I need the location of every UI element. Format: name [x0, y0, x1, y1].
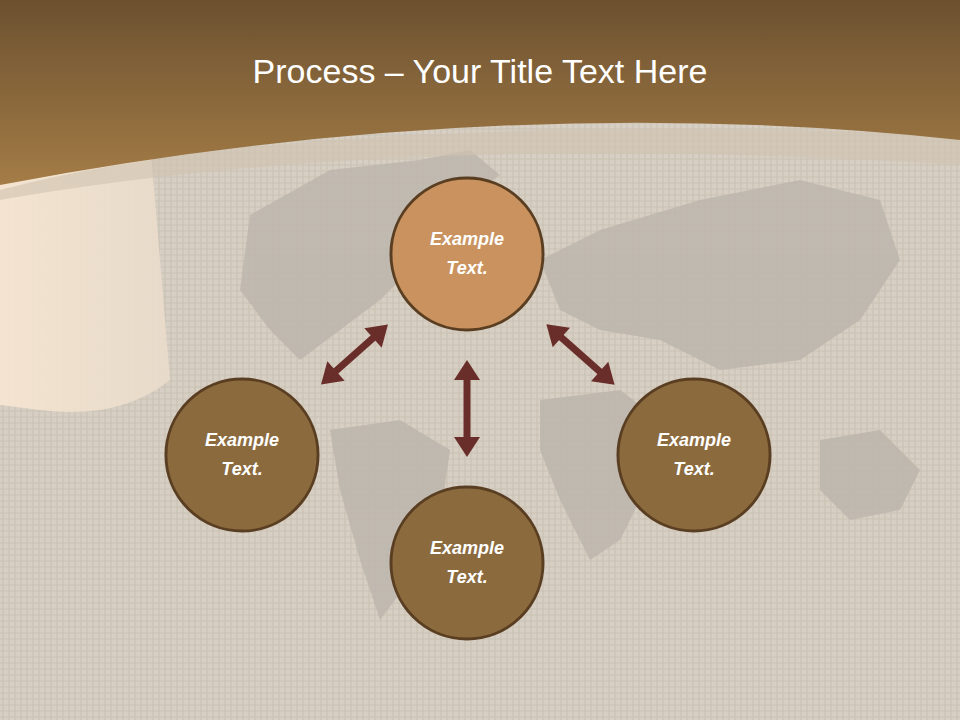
node-text: Example Text. — [642, 426, 746, 484]
node-text: Example Text. — [415, 225, 519, 283]
text-group: Example Text. — [642, 426, 746, 484]
arrow-head — [546, 324, 570, 347]
text-group: Example Text. — [415, 534, 519, 592]
arrow-head — [591, 362, 615, 385]
process-circle: Example Text. — [616, 377, 772, 533]
double-arrow — [454, 360, 480, 457]
circle-shape — [389, 485, 545, 641]
process-circle: Example Text. — [389, 176, 545, 332]
arrow-shaft — [464, 376, 471, 441]
arrow-head — [321, 361, 345, 384]
slide-title: Process – Your Title Text Here — [0, 52, 960, 91]
double-arrow — [321, 325, 388, 385]
arrow-head — [454, 360, 480, 380]
circle-shape — [616, 377, 772, 533]
circle-shape — [389, 176, 545, 332]
process-circle: Example Text. — [389, 485, 545, 641]
process-circle: Example Text. — [164, 377, 320, 533]
double-arrow — [546, 324, 614, 384]
text-group: Example Text. — [190, 426, 294, 484]
arrow-shaft — [558, 335, 602, 374]
circle-shape — [164, 377, 320, 533]
node-text: Example Text. — [190, 426, 294, 484]
node-text: Example Text. — [415, 534, 519, 592]
arrow-head — [454, 437, 480, 457]
text-group: Example Text. — [415, 225, 519, 283]
arrow-shaft — [333, 335, 376, 373]
arrow-head — [364, 325, 388, 348]
